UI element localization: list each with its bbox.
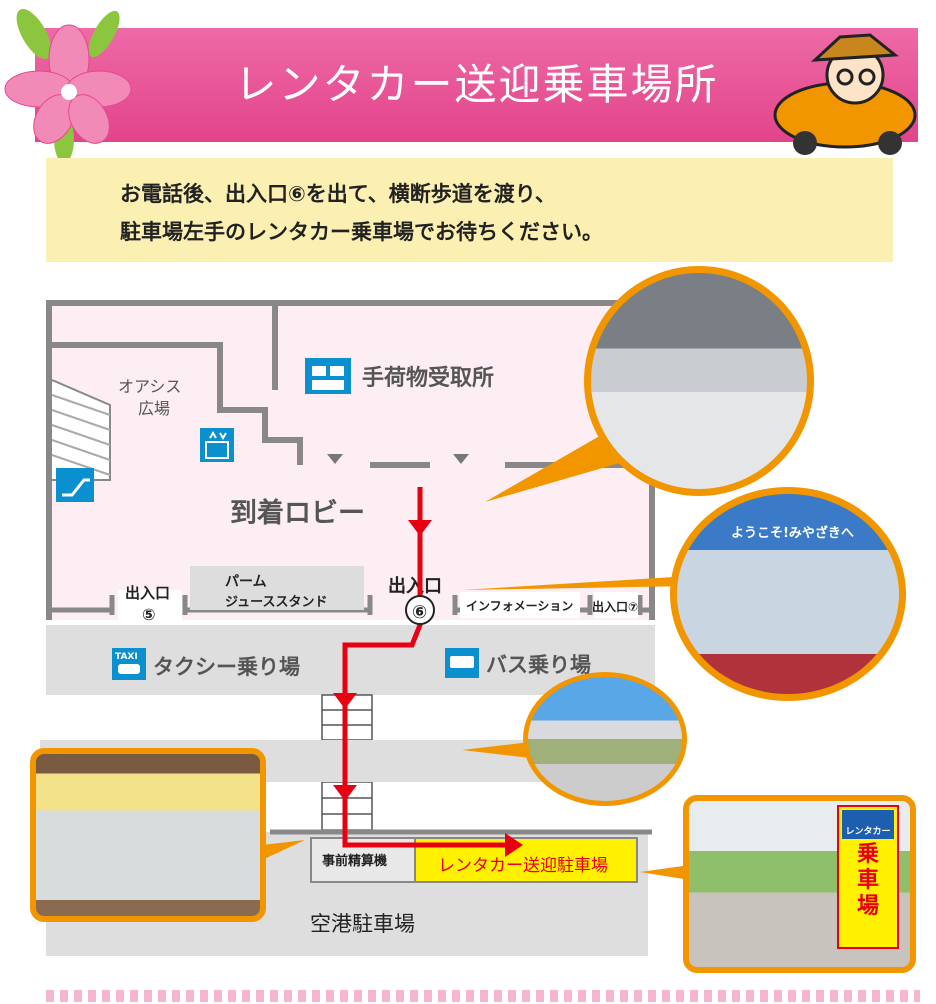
welcome-sign: ようこそ!みやざきへ (731, 526, 854, 541)
taxi-icon-text: TAXI (115, 652, 138, 662)
elevator-icon (200, 428, 234, 462)
taxi-stand-label: タクシー乗り場 (153, 655, 300, 679)
oasis-label-2: 広場 (138, 399, 170, 418)
exit-5-number: ⑤ (142, 605, 156, 624)
photo-callouts (262, 430, 690, 880)
bottom-dashed-border (46, 990, 920, 1002)
airport-map: オアシス 広場 手荷物受取所 到着ロビー パーム ジューススタンド 出入口 ⑤ … (40, 300, 690, 956)
mascot-car-icon (773, 33, 917, 155)
photo-rental-pickup-sign: レンタカー 乗 車 場 (683, 795, 916, 973)
escalator-icon (56, 468, 94, 502)
direction-markers (327, 454, 469, 464)
title-banner: レンタカー送迎乗車場所 (35, 28, 918, 142)
taxi-icon: TAXI (112, 648, 146, 680)
oasis-label: オアシス (118, 377, 181, 396)
pickup-road (46, 625, 655, 695)
photo-prepayment-machines (30, 748, 266, 922)
sign-char-1: 乗 (856, 842, 879, 867)
baggage-claim-label: 手荷物受取所 (362, 365, 494, 391)
arrival-lobby-label: 到着ロビー (230, 497, 365, 529)
sign-char-2: 車 (856, 868, 879, 893)
exit5-area (118, 590, 182, 620)
photo-baggage-hall (584, 266, 814, 496)
bus-icon (445, 648, 479, 678)
flower-icon (4, 9, 132, 163)
prepayment-label: 事前精算機 (322, 853, 387, 869)
page-title: レンタカー送迎乗車場所 (234, 60, 719, 109)
exit-6-badge (405, 595, 435, 625)
exit-5-label: 出入口 (125, 584, 170, 602)
baggage-icon (305, 358, 351, 394)
airport-parking-label: 空港駐車場 (310, 912, 415, 936)
sign-rental-label: レンタカー (842, 810, 894, 839)
rental-pickup-label: レンタカー送迎駐車場 (438, 856, 608, 876)
exit-6-number: ⑥ (412, 602, 427, 623)
instruction-box: お電話後、出入口⑥を出て、横断歩道を渡り、 駐車場左手のレンタカー乗車場でお待ち… (46, 158, 893, 262)
instruction-line-2: 駐車場左手のレンタカー乗車場でお待ちください。 (120, 220, 603, 244)
information-area (460, 592, 580, 618)
photo-exit-6: ようこそ!みやざきへ (670, 487, 906, 701)
rental-pickup-sign: レンタカー 乗 車 場 (837, 805, 899, 949)
bus-stop-label: バス乗り場 (486, 653, 591, 677)
photo-walkway (523, 672, 687, 806)
instruction-line-1: お電話後、出入口⑥を出て、横断歩道を渡り、 (120, 182, 556, 206)
route-arrows (333, 520, 523, 857)
information-label: インフォメーション (466, 599, 573, 613)
exit-6-label: 出入口 (388, 575, 442, 597)
palm-label: パーム (225, 574, 267, 590)
exit7-area (594, 592, 638, 618)
sign-char-3: 場 (856, 894, 879, 919)
terminal-walls (46, 300, 655, 620)
palm-juice-stand (190, 566, 364, 610)
exit-7-label: 出入口⑦ (592, 599, 638, 614)
juice-stand-label: ジューススタンド (225, 595, 327, 610)
